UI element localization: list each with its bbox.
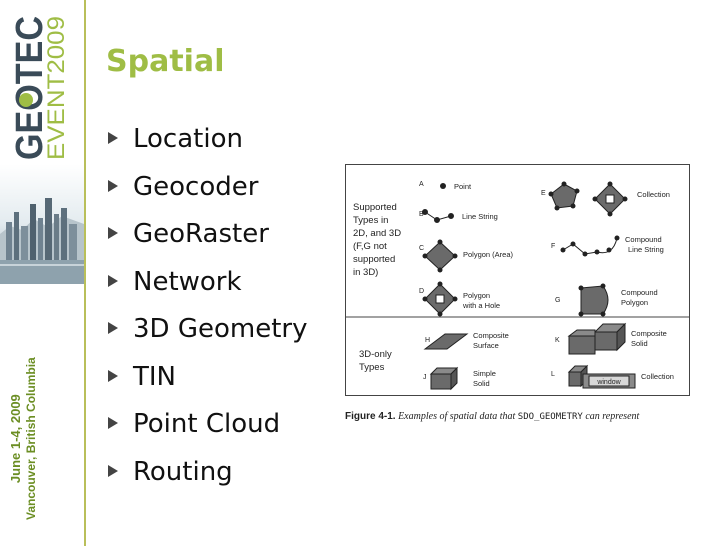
brand-sidebar: GEOTEC EVENT2009 June 1-4, 2009 Vanc [0,0,86,546]
bullet-icon [108,179,118,192]
bullet-text: GeoRaster [133,219,269,249]
bullet-text: Point Cloud [133,409,281,439]
figure-caption: Figure 4-1. Examples of spatial data tha… [345,411,639,422]
item-letter: L [551,371,555,378]
bullet-icon [108,132,118,144]
item-letter: B [419,211,424,218]
line-string-shape [422,209,454,223]
only3d-label-line: Types [359,362,385,373]
point-shape [440,183,446,189]
item-label: Composite [473,331,509,340]
supported-label-line: Supported [353,202,397,213]
bullet-text: Routing [133,456,233,487]
logo-globe-dot [19,93,33,107]
event-dates: June 1-4, 2009 [8,394,23,484]
item-label: Line String [628,245,664,254]
supported-label-line: supported [353,254,395,265]
only3d-label-line: 3D-only [359,349,392,360]
geometry-types-figure: Supported Types in 2D, and 3D (F,G not s… [345,164,690,396]
bullet-item: Geocoder [106,168,307,216]
geometry-diagram: Supported Types in 2D, and 3D (F,G not s… [345,164,690,396]
collection-shape [548,181,628,217]
bullet-item: 3D Geometry [106,310,307,358]
bullet-icon [108,274,118,287]
bullet-item: Location [106,120,307,168]
item-letter: K [555,337,560,344]
item-label: Solid [631,339,648,348]
bullet-list: Location Geocoder GeoRaster Network 3D G… [106,120,307,500]
bullet-item: Routing [106,453,307,501]
polygon-shape [422,239,458,273]
supported-label-line: Types in [353,215,388,226]
bullet-text: 3D Geometry [133,314,308,344]
item-letter: A [419,181,424,188]
window-label: window [596,379,621,386]
logo-line2: EVENT2009 [43,16,66,160]
solid-collection-shape: window [567,364,636,389]
bullet-icon [108,322,118,334]
bullet-item: Point Cloud [106,405,307,453]
compound-polygon-shape [578,283,609,317]
item-letter: H [425,337,430,344]
item-label: Surface [473,341,499,350]
bullet-text: Geocoder [133,171,259,202]
caption-mono: SDO_GEOMETRY [517,412,583,422]
item-letter: E [541,190,546,197]
item-letter: C [419,245,424,252]
item-label: Point [454,182,472,191]
item-label: Composite [631,329,667,338]
item-letter: G [555,297,560,304]
item-label: Polygon [621,298,648,307]
caption-text-b: can represent [585,411,640,422]
compound-line-string-shape [560,235,620,257]
event-location: Vancouver, British Columbia [24,357,39,520]
item-label: Collection [637,190,670,199]
caption-number: Figure 4-1. [345,411,396,422]
bullet-item: Network [106,263,307,311]
supported-label-line: in 3D) [353,267,378,278]
item-letter: F [551,243,555,250]
city-skyline-image [0,164,84,284]
bullet-icon [108,369,118,382]
composite-surface-shape [423,333,469,350]
item-label: Solid [473,379,490,388]
supported-label-line: (F,G not [353,241,387,252]
bullet-icon [108,227,118,239]
item-label: Polygon [463,291,490,300]
event-dates-location: June 1-4, 2009 Vancouver, British Columb… [8,357,39,520]
bullet-icon [108,417,118,429]
supported-label-line: 2D, and 3D [353,228,401,239]
item-label: Simple [473,369,496,378]
geotec-logo: GEOTEC EVENT2009 [9,16,66,160]
bullet-text: Location [133,124,243,154]
simple-solid-shape [429,366,459,391]
bullet-icon [108,464,118,477]
logo-line1: GEOTEC [9,16,51,160]
bullet-text: Network [133,266,242,297]
item-label: Polygon (Area) [463,250,514,259]
polygon-with-hole-shape [422,281,458,317]
caption-text-a: Examples of spatial data that [398,411,516,422]
item-label: Collection [641,372,674,381]
item-letter: J [423,374,427,381]
item-label: Line String [462,212,498,221]
slide-title: Spatial [106,44,225,79]
item-label: with a Hole [462,301,500,310]
bullet-item: GeoRaster [106,215,307,263]
item-label: Compound [625,235,662,244]
item-label: Compound [621,288,658,297]
item-letter: D [419,288,424,295]
bullet-text: TIN [133,361,176,392]
composite-solid-shape [567,322,627,355]
bullet-item: TIN [106,358,307,406]
